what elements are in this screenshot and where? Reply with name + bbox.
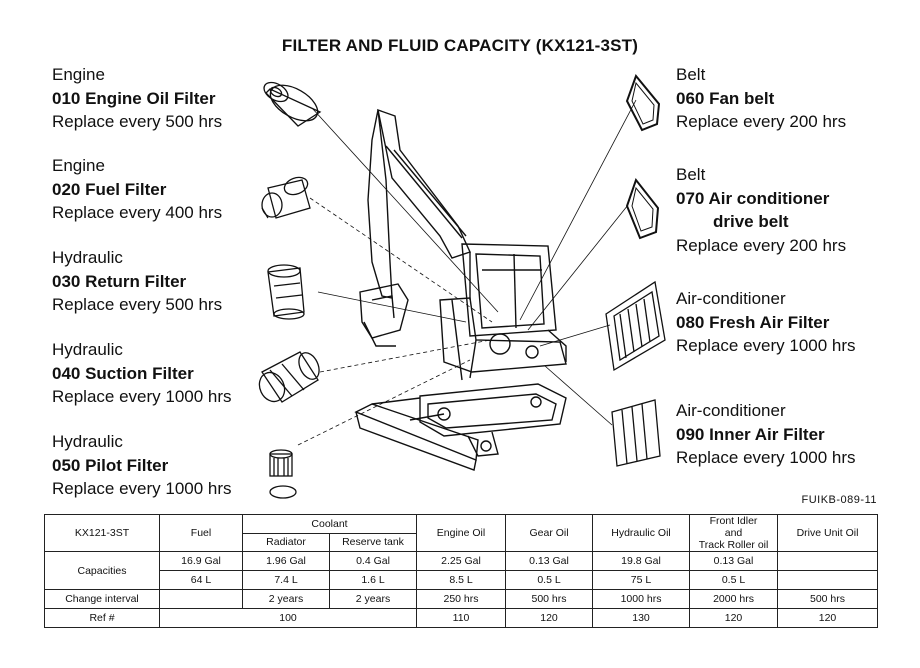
callout-category: Hydraulic [52, 432, 123, 451]
header-front-idler: Front Idler and Track Roller oil [689, 514, 779, 552]
front-idler-line3: Track Roller oil [698, 539, 769, 551]
cell-interval: 500 hrs [505, 589, 594, 609]
cell-ref: 130 [592, 608, 691, 628]
header-radiator: Radiator [242, 532, 330, 552]
callout-part-name: 030 Return Filter [52, 271, 187, 291]
callout-part-name: 080 Fresh Air Filter [676, 312, 830, 332]
callout-category: Engine [52, 65, 105, 84]
callout-090: Air-conditioner 090 Inner Air Filter Rep… [676, 399, 856, 470]
header-model: KX121-3ST [44, 514, 160, 552]
cell-interval: 500 hrs [777, 589, 879, 609]
header-reserve-tank: Reserve tank [328, 532, 418, 552]
callout-080: Air-conditioner 080 Fresh Air Filter Rep… [676, 287, 856, 358]
callout-interval: Replace every 1000 hrs [676, 448, 856, 467]
fuel-filter-icon [261, 176, 311, 219]
excavator-icon [354, 108, 567, 471]
callout-part-name: 010 Engine Oil Filter [52, 88, 216, 108]
callout-category: Belt [676, 165, 706, 184]
callout-part-name: 040 Suction Filter [52, 363, 194, 383]
header-coolant: Coolant [241, 514, 418, 534]
row-label-ref: Ref # [44, 608, 160, 628]
cell-ref: 120 [777, 608, 879, 628]
cell-liter: 1.6 L [328, 570, 418, 590]
callout-interval: Replace every 1000 hrs [52, 479, 232, 498]
header-gear-oil: Gear Oil [505, 514, 594, 552]
callout-category: Hydraulic [52, 248, 123, 267]
cell-ref: 100 [158, 608, 418, 628]
return-filter-icon [267, 264, 305, 320]
callout-part-name: 090 Inner Air Filter [676, 424, 825, 444]
callout-interval: Replace every 500 hrs [52, 112, 223, 131]
cell-gal: 2.25 Gal [416, 551, 507, 571]
callout-030: Hydraulic 030 Return Filter Replace ever… [52, 246, 222, 317]
cell-gal [777, 551, 879, 571]
cell-liter: 0.5 L [505, 570, 594, 590]
callout-part-name: 070 Air conditioner [676, 188, 830, 208]
cell-liter: 64 L [159, 570, 243, 590]
figure-code: FUIKB-089-11 [801, 494, 877, 506]
callout-040: Hydraulic 040 Suction Filter Replace eve… [52, 338, 232, 409]
leader-lines [297, 99, 637, 446]
capacity-table: KX121-3ST Fuel Coolant Engine Oil Gear O… [44, 514, 879, 628]
cell-liter: 75 L [592, 570, 691, 590]
callout-category: Engine [52, 156, 105, 175]
callout-category: Belt [676, 65, 706, 84]
cell-gal: 19.8 Gal [592, 551, 691, 571]
callout-part-name-line2: drive belt [713, 212, 789, 231]
cell-ref: 120 [505, 608, 594, 628]
callout-interval: Replace every 200 hrs [676, 112, 847, 131]
callout-part-name: 060 Fan belt [676, 88, 775, 108]
header-fuel: Fuel [159, 514, 243, 552]
page-title: FILTER AND FLUID CAPACITY (KX121-3ST) [281, 36, 639, 55]
cell-gal: 1.96 Gal [242, 551, 330, 571]
callout-010: Engine 010 Engine Oil Filter Replace eve… [52, 63, 222, 134]
callout-interval: Replace every 500 hrs [52, 295, 223, 314]
row-label-capacities: Capacities [44, 551, 160, 590]
callout-category: Air-conditioner [676, 289, 786, 308]
cell-gal: 16.9 Gal [159, 551, 243, 571]
callout-070: Belt 070 Air conditioner drive belt Repl… [676, 163, 846, 257]
cell-interval: 2000 hrs [689, 589, 779, 609]
cell-liter: 8.5 L [416, 570, 507, 590]
cell-ref: 120 [689, 608, 779, 628]
fan-belt-icon [625, 74, 661, 132]
suction-filter-icon [258, 351, 320, 403]
callout-interval: Replace every 200 hrs [676, 235, 847, 255]
inner-air-filter-icon [611, 399, 661, 467]
cell-interval: 1000 hrs [592, 589, 691, 609]
callout-interval: Replace every 1000 hrs [676, 336, 856, 355]
callout-020: Engine 020 Fuel Filter Replace every 400… [52, 154, 222, 225]
cell-interval: 2 years [242, 589, 330, 609]
callout-category: Air-conditioner [676, 401, 786, 420]
callout-050: Hydraulic 050 Pilot Filter Replace every… [52, 430, 232, 501]
callout-part-name: 050 Pilot Filter [52, 455, 169, 475]
callout-060: Belt 060 Fan belt Replace every 200 hrs [676, 63, 846, 134]
callout-interval: Replace every 1000 hrs [52, 387, 232, 406]
row-label-change-interval: Change interval [44, 589, 160, 609]
cell-liter [777, 570, 879, 590]
cell-gal: 0.13 Gal [505, 551, 594, 571]
cell-interval [159, 589, 243, 609]
ac-drive-belt-icon [625, 177, 660, 240]
pilot-filter-icon [269, 449, 297, 499]
cell-gal: 0.13 Gal [689, 551, 779, 571]
cell-interval: 250 hrs [416, 589, 507, 609]
header-hydraulic-oil: Hydraulic Oil [592, 514, 691, 552]
callout-category: Hydraulic [52, 340, 123, 359]
header-drive-unit-oil: Drive Unit Oil [777, 514, 879, 552]
cell-liter: 0.5 L [689, 570, 779, 590]
cell-ref: 110 [416, 608, 507, 628]
cell-liter: 7.4 L [242, 570, 330, 590]
header-engine-oil: Engine Oil [416, 514, 507, 552]
front-idler-line2: and [724, 527, 743, 539]
engine-oil-filter-icon [263, 81, 322, 127]
callout-part-name: 020 Fuel Filter [52, 179, 167, 199]
callout-interval: Replace every 400 hrs [52, 203, 223, 222]
cell-interval: 2 years [328, 589, 418, 609]
fresh-air-filter-icon [605, 280, 666, 372]
front-idler-line1: Front Idler [709, 515, 758, 527]
cell-gal: 0.4 Gal [328, 551, 418, 571]
